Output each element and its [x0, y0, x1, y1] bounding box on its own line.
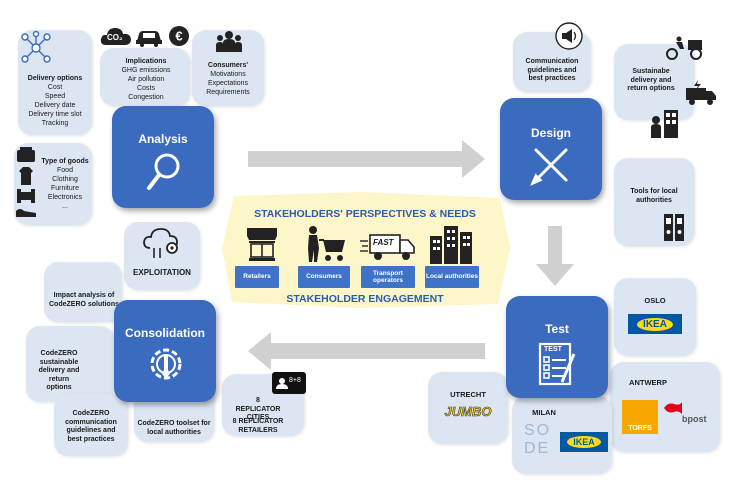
city-buildings-icon — [430, 226, 472, 264]
utrecht-card — [428, 372, 508, 444]
implications-heading: Implications — [125, 58, 167, 65]
milan-label: MILAN — [532, 408, 556, 417]
analysis-hub: Analysis — [112, 106, 214, 208]
delivery-option-item: Delivery time slot — [28, 111, 82, 118]
delivery-option-item: Delivery date — [34, 102, 76, 109]
goods-heading: Type of goods — [41, 158, 89, 165]
test-title: Test — [545, 322, 569, 336]
delivery-options-heading: Delivery options — [27, 75, 83, 82]
delivery-option-item: Cost — [47, 84, 63, 91]
impact-card — [44, 262, 122, 322]
goods-item: Food — [57, 167, 73, 174]
arrow-analysis-to-design — [248, 140, 485, 178]
role-local-authorities: Local authorities — [425, 266, 479, 288]
bpost-logo: bpost — [682, 414, 707, 424]
co2-label: CO₂ — [107, 33, 123, 42]
euro-icon: € — [169, 26, 189, 46]
milan-ikea-text: IKEA — [567, 436, 601, 448]
utrecht-label: UTRECHT — [450, 390, 486, 399]
network-icon — [21, 30, 51, 63]
pencil-ruler-icon — [530, 148, 568, 186]
test-board-label: TEST — [544, 346, 562, 353]
stakeholder-engagement-footer: STAKEHOLDER ENGAGEMENT — [286, 293, 444, 305]
sustainable-delivery-text: CodeZERO sustainable delivery and return… — [38, 350, 80, 391]
bpost-horn-icon — [664, 402, 682, 414]
communication-text: Communication guidelines and best practi… — [525, 58, 579, 82]
goods-item: Clothing — [52, 176, 78, 183]
electric-van-icon — [686, 80, 716, 105]
goods-item: ... — [62, 203, 68, 210]
goods-icons — [16, 147, 36, 217]
goods-item: Electronics — [47, 194, 83, 201]
implication-item: Congestion — [128, 94, 164, 101]
delivery-options-card — [18, 30, 92, 135]
implication-item: GHG emissions — [121, 67, 171, 74]
antwerp-label: ANTWERP — [629, 378, 667, 387]
communication-guidelines-card — [54, 394, 128, 456]
jumbo-logo: JUMBO — [444, 404, 492, 420]
megaphone-icon — [555, 22, 583, 50]
svg-text:€: € — [175, 29, 182, 44]
cloud-gear-icon — [143, 228, 178, 258]
exploitation-card — [124, 222, 200, 290]
gear-wrench-icon — [150, 348, 182, 380]
design-title: Design — [530, 126, 571, 140]
exploitation-label: EXPLOITATION — [133, 268, 191, 277]
delivery-option-item: Tracking — [41, 120, 69, 127]
consumers-heading: Consumers' — [207, 62, 249, 69]
parcel-pickup-icon — [651, 110, 678, 138]
consolidation-title: Consolidation — [125, 326, 205, 340]
sustainable-options-card — [614, 44, 694, 120]
implication-item: Air pollution — [127, 76, 165, 83]
consumers-item: Requirements — [206, 89, 250, 96]
oslo-label: OSLO — [644, 296, 666, 305]
cargo-bike-icon — [666, 36, 702, 60]
shopper-cart-icon — [308, 226, 345, 262]
milan-ikea-logo: IKEA — [560, 432, 608, 452]
car-pollution-icon — [136, 31, 162, 47]
tools-text: Tools for local authorities — [630, 188, 678, 204]
binders-icon — [664, 214, 684, 241]
communication-guidelines-text: CodeZERO communication guidelines and be… — [65, 410, 117, 443]
role-consumers: Consumers — [298, 266, 350, 288]
shop-icon — [247, 228, 277, 261]
design-hub: Design — [500, 98, 602, 200]
oslo-ikea-logo: IKEA — [628, 314, 682, 334]
replicator-cities: 8 REPLICATOR CITIES — [235, 397, 281, 421]
consumers-item: Expectations — [207, 80, 249, 87]
sode-logo: SODE — [524, 422, 552, 457]
sustainable-delivery-card — [26, 326, 114, 402]
implication-item: Costs — [137, 85, 155, 92]
test-clipboard-icon: TEST — [538, 338, 576, 386]
impact-text: Impact analysis of CodeZERO solutions — [49, 292, 119, 308]
torfs-text: TORFS — [628, 425, 652, 432]
role-retailers: Retailers — [235, 266, 279, 288]
people-group-icon — [216, 31, 242, 52]
goods-item: Furniture — [50, 185, 79, 192]
role-transport-operators: Transport operators — [361, 266, 415, 288]
replicator-retailers: 8 REPLICATOR RETAILERS — [232, 418, 284, 434]
fast-label: FAST — [373, 238, 394, 247]
oslo-ikea-text: IKEA — [637, 317, 673, 331]
chat-badge-label: 8+8 — [289, 377, 301, 384]
toolset-text: CodeZERO toolset for local authorities — [137, 420, 211, 436]
arrow-design-to-test — [536, 226, 574, 286]
sustainable-options-text: Sustainabe delivery and return options — [627, 68, 675, 92]
consumers-item: Motivations — [210, 71, 246, 78]
magnifier-icon — [147, 153, 180, 190]
stakeholders-header: STAKEHOLDERS' PERSPECTIVES & NEEDS — [254, 208, 476, 220]
chat-badge-icon: 8+8 — [272, 372, 306, 394]
torfs-logo: TORFS — [622, 400, 658, 434]
implications-card — [100, 48, 190, 106]
test-hub: Test TEST — [506, 296, 608, 398]
analysis-title: Analysis — [138, 132, 188, 146]
co2-cloud-icon: CO₂ — [100, 25, 132, 47]
arrow-test-to-consolidation — [248, 332, 485, 370]
consolidation-hub: Consolidation — [114, 300, 216, 402]
fast-truck-icon: FAST — [360, 232, 416, 262]
delivery-option-item: Speed — [44, 93, 66, 100]
